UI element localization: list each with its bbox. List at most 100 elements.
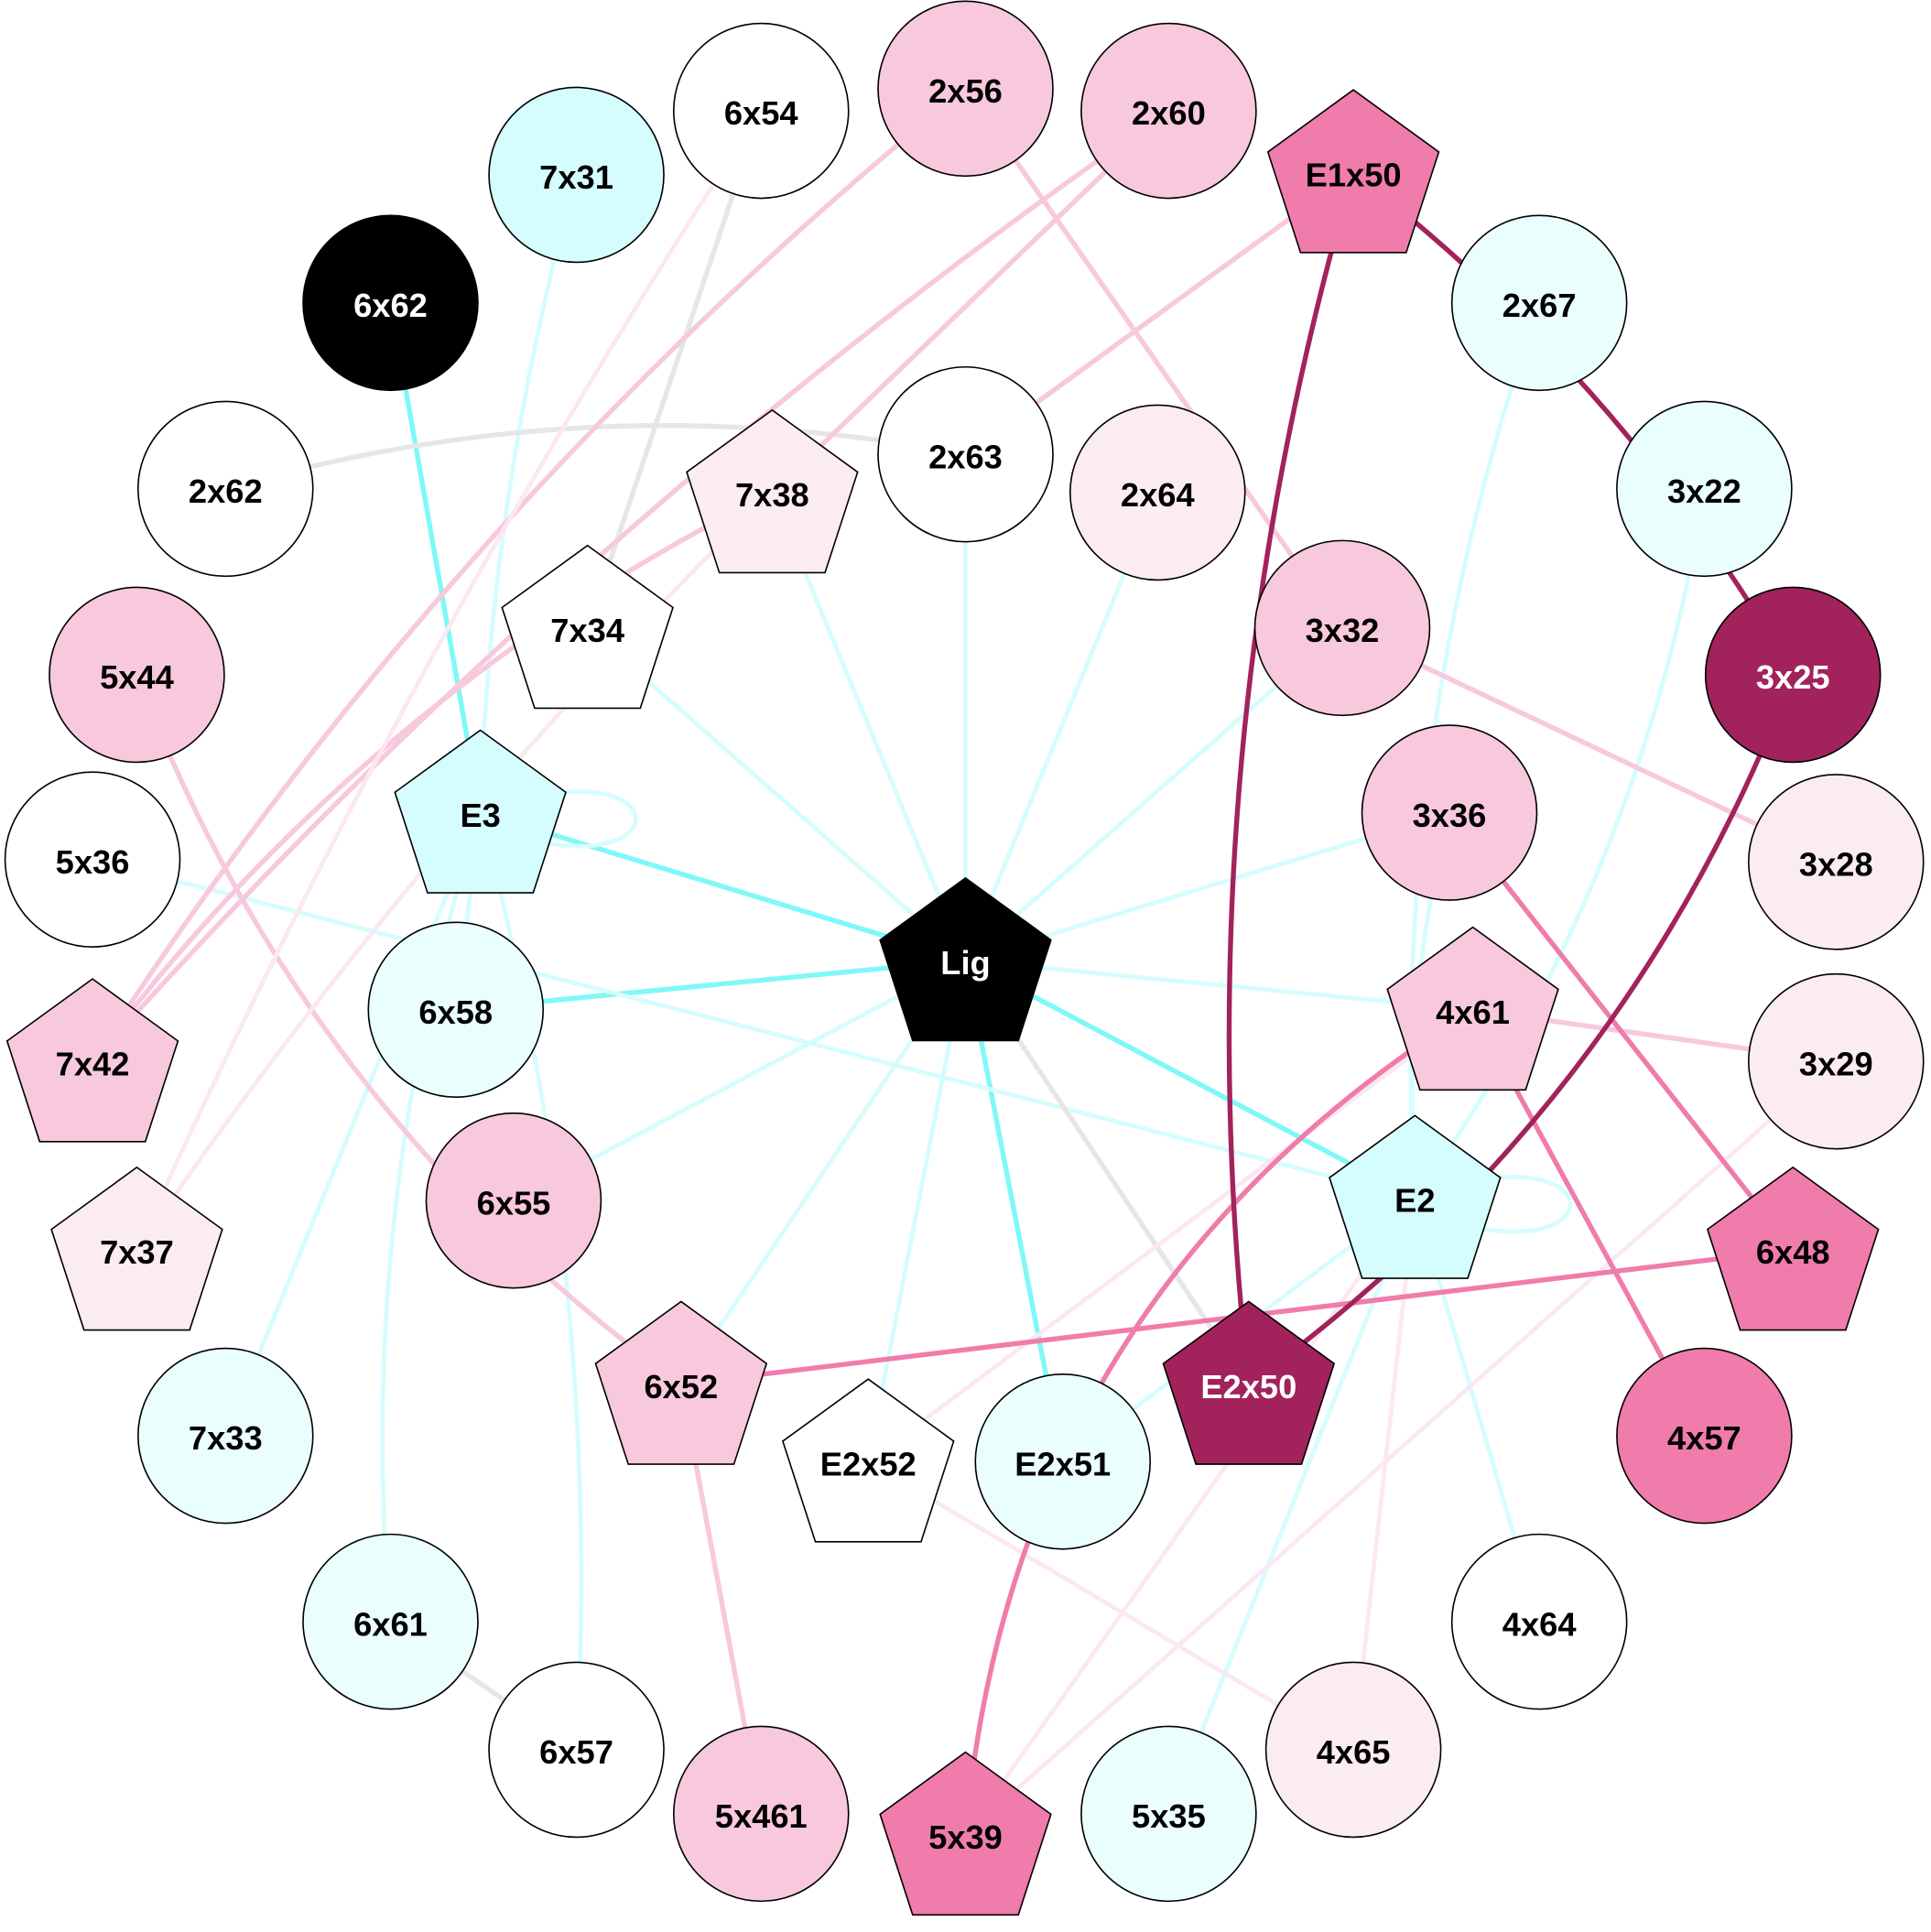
node-Lig[interactable]: Lig bbox=[879, 876, 1052, 1042]
node-label: E2 bbox=[1394, 1182, 1435, 1220]
node-label: 2x56 bbox=[928, 72, 1003, 110]
node-label: 5x39 bbox=[928, 1818, 1003, 1856]
node-circle-shape bbox=[877, 365, 1054, 543]
node-label: 7x33 bbox=[189, 1419, 263, 1457]
node-5x461[interactable]: 5x461 bbox=[672, 1725, 850, 1903]
node-circle-shape bbox=[488, 86, 665, 264]
edge-E3-7x33 bbox=[223, 811, 483, 1437]
node-3x25[interactable]: 3x25 bbox=[1704, 586, 1882, 764]
node-E2x50[interactable]: E2x50 bbox=[1162, 1300, 1336, 1465]
node-label: 3x28 bbox=[1799, 846, 1873, 884]
edge-3x25-E2x50 bbox=[1247, 673, 1795, 1386]
node-label: 4x64 bbox=[1502, 1605, 1577, 1643]
node-label: 7x37 bbox=[100, 1233, 174, 1271]
node-7x38[interactable]: 7x38 bbox=[686, 408, 859, 574]
edge-5x44-6x52 bbox=[134, 673, 683, 1386]
node-4x65[interactable]: 4x65 bbox=[1264, 1661, 1442, 1839]
node-label: 5x36 bbox=[56, 843, 130, 881]
node-circle-shape bbox=[1361, 724, 1538, 901]
node-label: 6x52 bbox=[644, 1368, 718, 1406]
node-4x64[interactable]: 4x64 bbox=[1450, 1533, 1628, 1710]
node-circle-shape bbox=[488, 1661, 665, 1839]
node-2x63[interactable]: 2x63 bbox=[877, 365, 1054, 543]
node-7x37[interactable]: 7x37 bbox=[50, 1166, 223, 1331]
node-circle-shape bbox=[1069, 404, 1246, 581]
node-6x58[interactable]: 6x58 bbox=[367, 921, 545, 1099]
node-label: 4x57 bbox=[1667, 1419, 1741, 1457]
node-circle-shape bbox=[1616, 400, 1793, 578]
node-4x57[interactable]: 4x57 bbox=[1616, 1347, 1793, 1525]
node-circle-shape bbox=[367, 921, 545, 1099]
node-E3[interactable]: E3 bbox=[394, 729, 567, 894]
node-label: 2x63 bbox=[928, 438, 1003, 475]
node-3x36[interactable]: 3x36 bbox=[1361, 724, 1538, 901]
node-label: 6x62 bbox=[353, 287, 428, 324]
node-6x54[interactable]: 6x54 bbox=[672, 22, 850, 200]
node-7x34[interactable]: 7x34 bbox=[501, 544, 674, 710]
node-pentagon-shape bbox=[50, 1166, 223, 1331]
node-4x61[interactable]: 4x61 bbox=[1386, 926, 1559, 1091]
node-label: 2x62 bbox=[189, 472, 263, 510]
node-pentagon-shape bbox=[1386, 926, 1559, 1091]
node-circle-shape bbox=[425, 1112, 602, 1289]
node-2x56[interactable]: 2x56 bbox=[877, 0, 1054, 178]
edge-E3-E3 bbox=[548, 789, 638, 849]
node-3x29[interactable]: 3x29 bbox=[1747, 972, 1925, 1150]
node-label: Lig bbox=[940, 944, 990, 982]
node-label: 5x461 bbox=[715, 1797, 808, 1835]
edge-4x61-5x39 bbox=[962, 1007, 1474, 1835]
node-label: 7x34 bbox=[550, 612, 624, 649]
node-7x33[interactable]: 7x33 bbox=[136, 1347, 314, 1525]
node-circle-shape bbox=[1450, 214, 1628, 392]
node-3x28[interactable]: 3x28 bbox=[1747, 774, 1925, 950]
node-circle-shape bbox=[1080, 22, 1257, 200]
node-pentagon-shape bbox=[686, 408, 859, 574]
edge-2x56-3x32 bbox=[963, 87, 1345, 630]
edge-6x54-7x37 bbox=[135, 109, 764, 1251]
node-5x35[interactable]: 5x35 bbox=[1080, 1725, 1257, 1903]
node-label: 4x61 bbox=[1436, 993, 1510, 1031]
node-pentagon-shape bbox=[1329, 1114, 1502, 1279]
node-E2[interactable]: E2 bbox=[1329, 1114, 1502, 1279]
node-label: 6x48 bbox=[1756, 1233, 1830, 1271]
node-circle-shape bbox=[672, 1725, 850, 1903]
node-2x67[interactable]: 2x67 bbox=[1450, 214, 1628, 392]
node-2x64[interactable]: 2x64 bbox=[1069, 404, 1246, 581]
node-5x36[interactable]: 5x36 bbox=[4, 771, 181, 948]
node-circle-shape bbox=[672, 22, 850, 200]
node-5x44[interactable]: 5x44 bbox=[49, 586, 225, 764]
node-3x32[interactable]: 3x32 bbox=[1253, 539, 1431, 717]
node-6x62[interactable]: 6x62 bbox=[302, 214, 479, 392]
edge-E1x50-3x25 bbox=[1351, 170, 1795, 677]
node-circle-shape bbox=[1704, 586, 1882, 764]
node-6x48[interactable]: 6x48 bbox=[1706, 1166, 1880, 1331]
node-label: 6x61 bbox=[353, 1605, 428, 1643]
node-2x62[interactable]: 2x62 bbox=[136, 400, 314, 578]
node-3x22[interactable]: 3x22 bbox=[1616, 400, 1793, 578]
node-circle-shape bbox=[1450, 1533, 1628, 1710]
node-circle-shape bbox=[1264, 1661, 1442, 1839]
node-circle-shape bbox=[136, 1347, 314, 1525]
edge-2x60-7x42 bbox=[91, 108, 1170, 1064]
node-E2x51[interactable]: E2x51 bbox=[974, 1373, 1152, 1550]
edge-2x56-7x42 bbox=[90, 86, 968, 1063]
node-5x39[interactable]: 5x39 bbox=[879, 1751, 1052, 1916]
node-7x42[interactable]: 7x42 bbox=[5, 978, 179, 1143]
node-6x52[interactable]: 6x52 bbox=[594, 1300, 768, 1465]
node-circle-shape bbox=[1747, 774, 1925, 950]
node-E1x50[interactable]: E1x50 bbox=[1266, 89, 1440, 254]
node-pentagon-shape bbox=[879, 876, 1052, 1042]
node-7x31[interactable]: 7x31 bbox=[488, 86, 665, 264]
node-circle-shape bbox=[877, 0, 1054, 178]
node-2x60[interactable]: 2x60 bbox=[1080, 22, 1257, 200]
node-6x61[interactable]: 6x61 bbox=[302, 1533, 479, 1710]
node-6x57[interactable]: 6x57 bbox=[488, 1661, 665, 1839]
node-6x55[interactable]: 6x55 bbox=[425, 1112, 602, 1289]
node-pentagon-shape bbox=[501, 544, 674, 710]
node-circle-shape bbox=[1080, 1725, 1257, 1903]
node-E2x52[interactable]: E2x52 bbox=[781, 1378, 955, 1543]
node-label: E2x50 bbox=[1200, 1368, 1296, 1406]
